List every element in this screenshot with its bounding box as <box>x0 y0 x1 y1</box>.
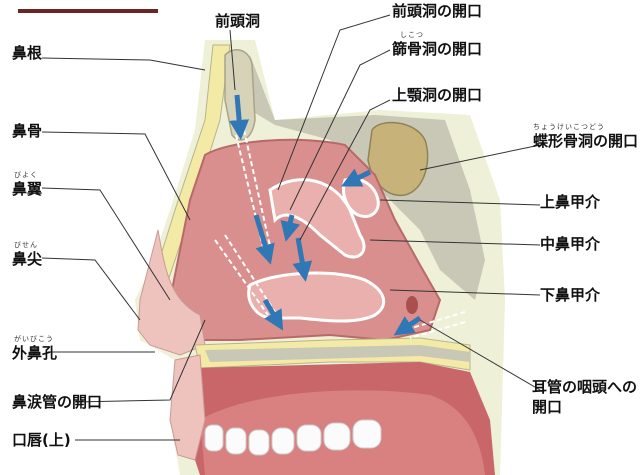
label-tip: 鼻尖 <box>12 252 42 267</box>
ruby-tip: びせん <box>14 242 38 249</box>
label-sphenoid-opening: 蝶形骨洞の開口 <box>533 134 638 149</box>
label-nasal-bone: 鼻骨 <box>12 124 42 139</box>
label-eustachian-line2: 開口 <box>532 400 562 415</box>
ruby-ala: びよく <box>14 172 38 179</box>
ruby-nostril: がいびこう <box>14 336 54 343</box>
label-maxillary-opening: 上顎洞の開口 <box>392 88 482 103</box>
label-nasolacrimal-opening: 鼻涙管の開口 <box>12 395 102 410</box>
label-middle-concha: 中鼻甲介 <box>540 237 600 252</box>
label-ethmoid-opening: 篩骨洞の開口 <box>392 42 482 57</box>
label-superior-concha: 上鼻甲介 <box>540 195 600 210</box>
label-nasal-root: 鼻根 <box>12 46 42 61</box>
label-eustachian-line1: 耳管の咽頭への <box>532 380 637 395</box>
label-frontal-sinus: 前頭洞 <box>215 14 260 29</box>
label-nostril: 外鼻孔 <box>12 346 57 361</box>
label-inferior-concha: 下鼻甲介 <box>540 288 600 303</box>
eustachian-opening <box>406 296 418 314</box>
label-upper-lip: 口唇(上) <box>12 433 71 448</box>
ruby-sphenoid: ちょうけいこつどう <box>533 124 605 131</box>
label-frontal-sinus-opening: 前頭洞の開口 <box>392 4 482 19</box>
ruby-ethmoid: しこつ <box>400 32 424 39</box>
label-ala: 鼻翼 <box>12 182 42 197</box>
inferior-concha <box>249 273 384 321</box>
